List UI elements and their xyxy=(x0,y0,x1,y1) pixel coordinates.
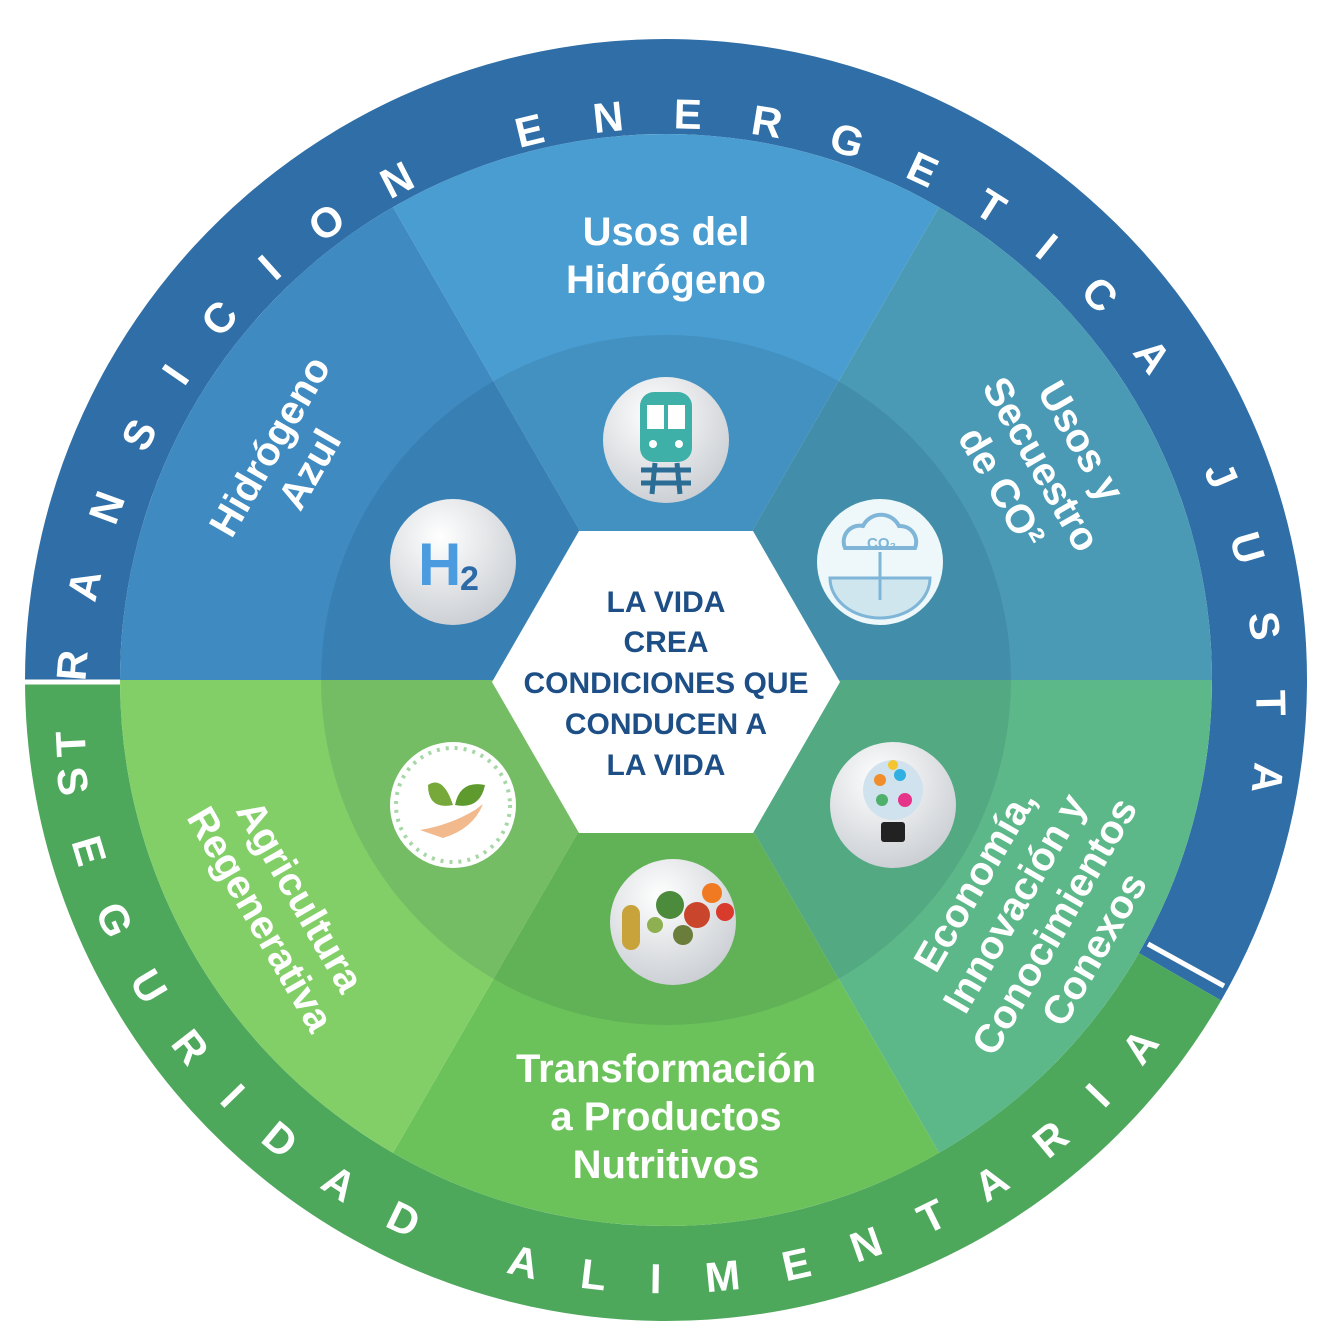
center-line: CONDUCEN A xyxy=(565,708,767,741)
label-usos-secuestro-co2: Usos y Secuestro de CO² xyxy=(949,370,1133,560)
co2-label: CO₂ xyxy=(867,535,896,552)
center-line: LA VIDA xyxy=(607,749,726,782)
label-transformacion: Transformación a Productos Nutritivos xyxy=(516,1047,816,1187)
ring-top-blue xyxy=(25,38,1307,1001)
center-line: CREA xyxy=(623,626,708,659)
segment-top-right xyxy=(666,207,1212,680)
train-icon xyxy=(603,377,729,503)
h2-icon-subscript: 2 xyxy=(460,560,479,598)
center-line: CONDICIONES QUE xyxy=(523,667,808,700)
hand-leaf-icon xyxy=(390,742,516,868)
label-line: a Productos xyxy=(550,1095,781,1139)
food-nutrition-icon xyxy=(610,859,736,985)
label-line: Usos del xyxy=(583,210,750,254)
label-line: Nutritivos xyxy=(573,1143,760,1187)
h2-icon: H 2 xyxy=(390,499,516,625)
ring-divider-right xyxy=(1146,941,1226,989)
ring-bottom-green xyxy=(25,680,1222,1321)
segment-bottom-right xyxy=(666,680,1212,1153)
label-line: Transformación xyxy=(516,1047,816,1091)
lightbulb-icon xyxy=(830,742,956,868)
co2-capture-icon: CO₂ xyxy=(817,499,943,625)
h2-icon-letter: H xyxy=(418,531,461,598)
center-text: LA VIDA CREA CONDICIONES QUE CONDUCEN A … xyxy=(523,586,808,782)
segment-bottom-left xyxy=(120,680,666,1153)
segment-top-left xyxy=(120,207,666,680)
center-line: LA VIDA xyxy=(607,586,726,619)
label-usos-hidrogeno: Usos del Hidrógeno xyxy=(566,210,766,302)
center-hexagon xyxy=(492,531,840,833)
label-line: Hidrógeno xyxy=(566,258,766,302)
